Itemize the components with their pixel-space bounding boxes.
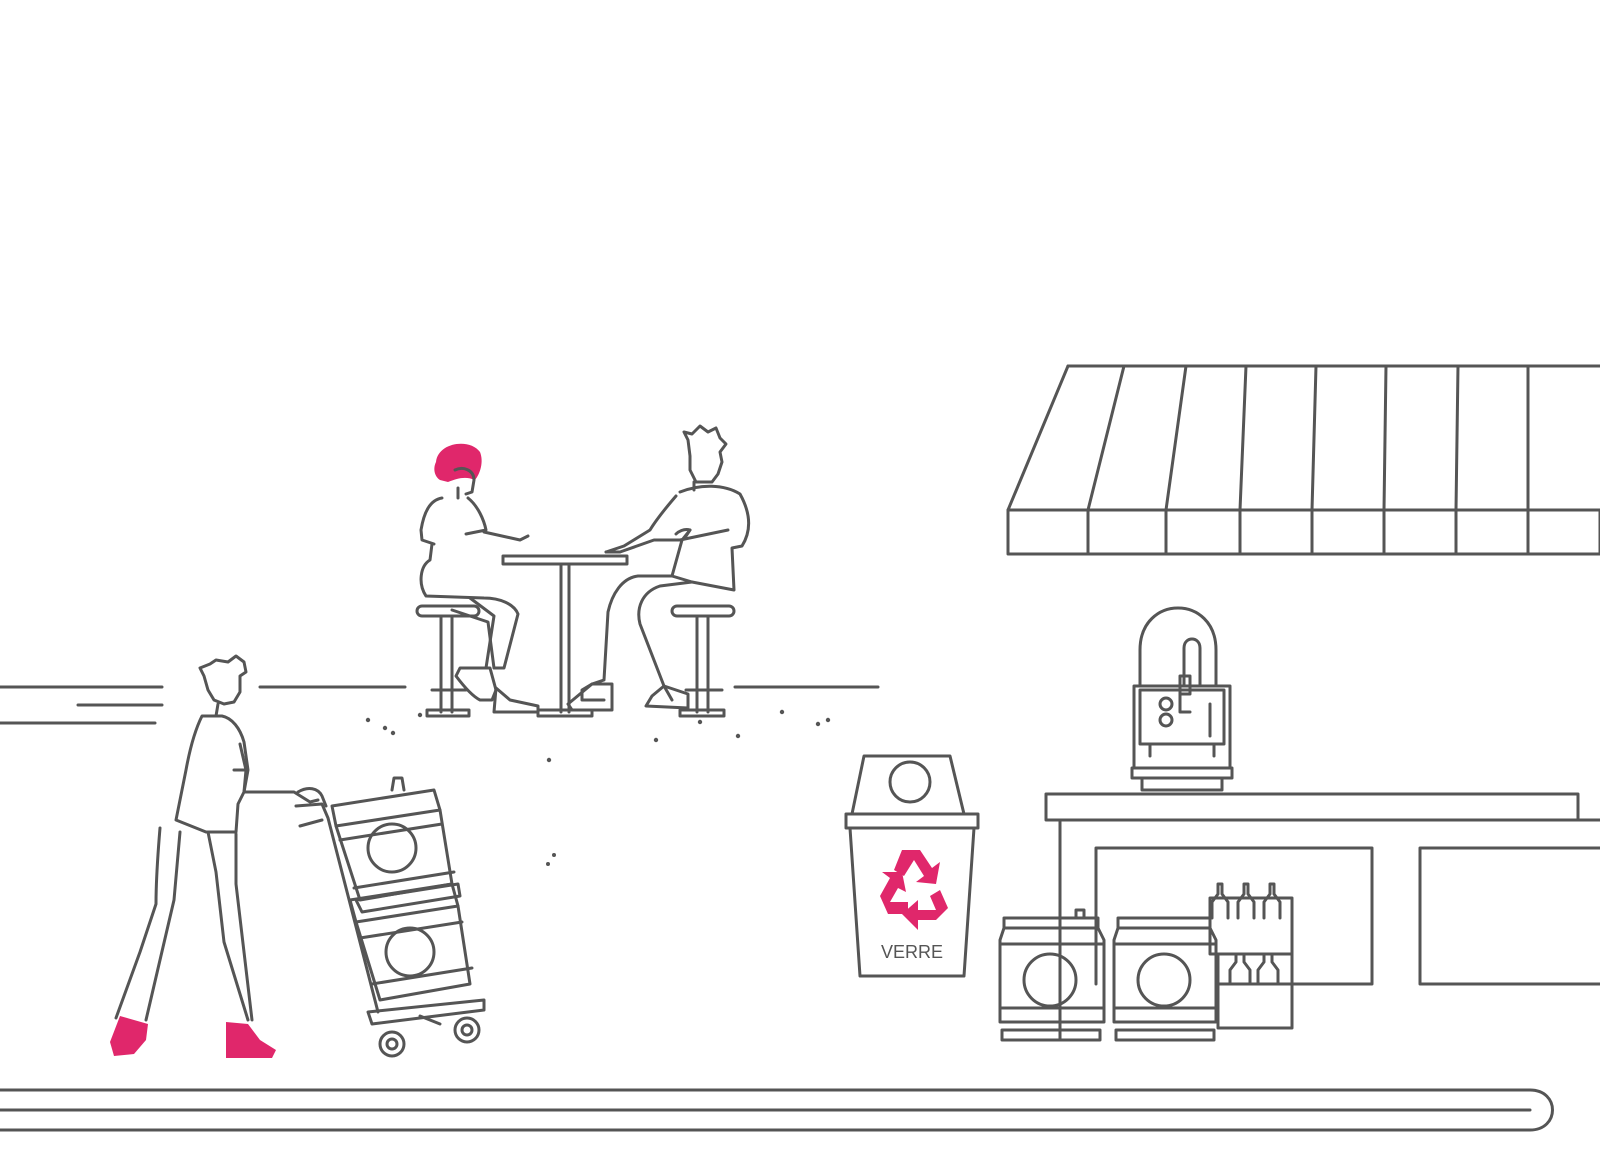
right-stool xyxy=(670,604,736,718)
seated-woman xyxy=(419,443,540,714)
lower-keg-on-truck xyxy=(348,882,474,1002)
delivery-man xyxy=(110,654,328,1058)
right-shoe xyxy=(226,1022,276,1058)
upper-keg-on-truck xyxy=(330,776,462,914)
recycling-bin: VERRE xyxy=(844,754,980,978)
seated-man xyxy=(566,424,750,712)
keg-left xyxy=(998,908,1106,1042)
beer-tap-machine xyxy=(1130,606,1234,792)
bin-label: VERRE xyxy=(881,942,943,962)
sidewalk-curb xyxy=(0,1088,1554,1132)
bottle-crate xyxy=(1208,882,1294,1030)
left-stool xyxy=(415,604,481,718)
cafe-table xyxy=(501,554,629,718)
shop-awning xyxy=(1006,364,1600,556)
ground-pebbles xyxy=(365,709,831,866)
bottles xyxy=(1210,882,1282,986)
street-lines xyxy=(0,685,880,725)
bar-counter xyxy=(1044,792,1600,1042)
keg-right xyxy=(1112,916,1218,1042)
hand-truck-with-kegs xyxy=(294,776,486,1058)
recycle-icon xyxy=(880,850,948,930)
left-shoe xyxy=(110,1016,148,1056)
